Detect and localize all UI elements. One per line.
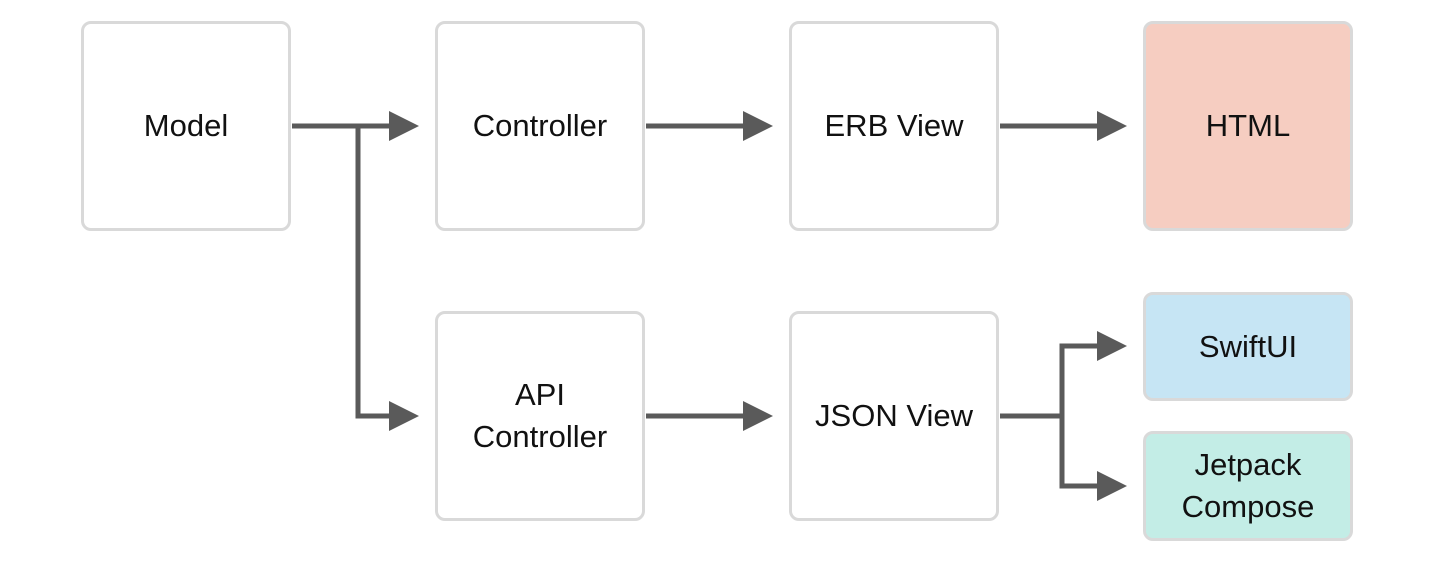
erb-view-label: ERB View: [824, 108, 964, 143]
jetpack-compose-label: Jetpack Compose: [1181, 447, 1315, 524]
swiftui-node: SwiftUI: [1143, 292, 1353, 401]
swiftui-label: SwiftUI: [1198, 328, 1298, 364]
arrow-model-to-api-controller: [355, 126, 419, 431]
json-view-label: JSON View: [815, 398, 973, 433]
controller-node: Controller: [435, 21, 645, 231]
html-label: HTML: [1205, 108, 1291, 143]
html-node: HTML: [1143, 21, 1353, 231]
erb-view-node: ERB View: [789, 21, 999, 231]
json-view-node: JSON View: [789, 311, 999, 521]
arrow-json-view-to-swiftui: [1000, 331, 1127, 419]
jetpack-compose-node: Jetpack Compose: [1143, 431, 1353, 541]
api-controller-label: API Controller: [472, 377, 608, 454]
model-label: Model: [143, 108, 229, 143]
model-node: Model: [81, 21, 291, 231]
arrow-json-view-to-jetpack-compose: [1059, 416, 1127, 501]
controller-label: Controller: [472, 108, 608, 143]
api-controller-node: API Controller: [435, 311, 645, 521]
